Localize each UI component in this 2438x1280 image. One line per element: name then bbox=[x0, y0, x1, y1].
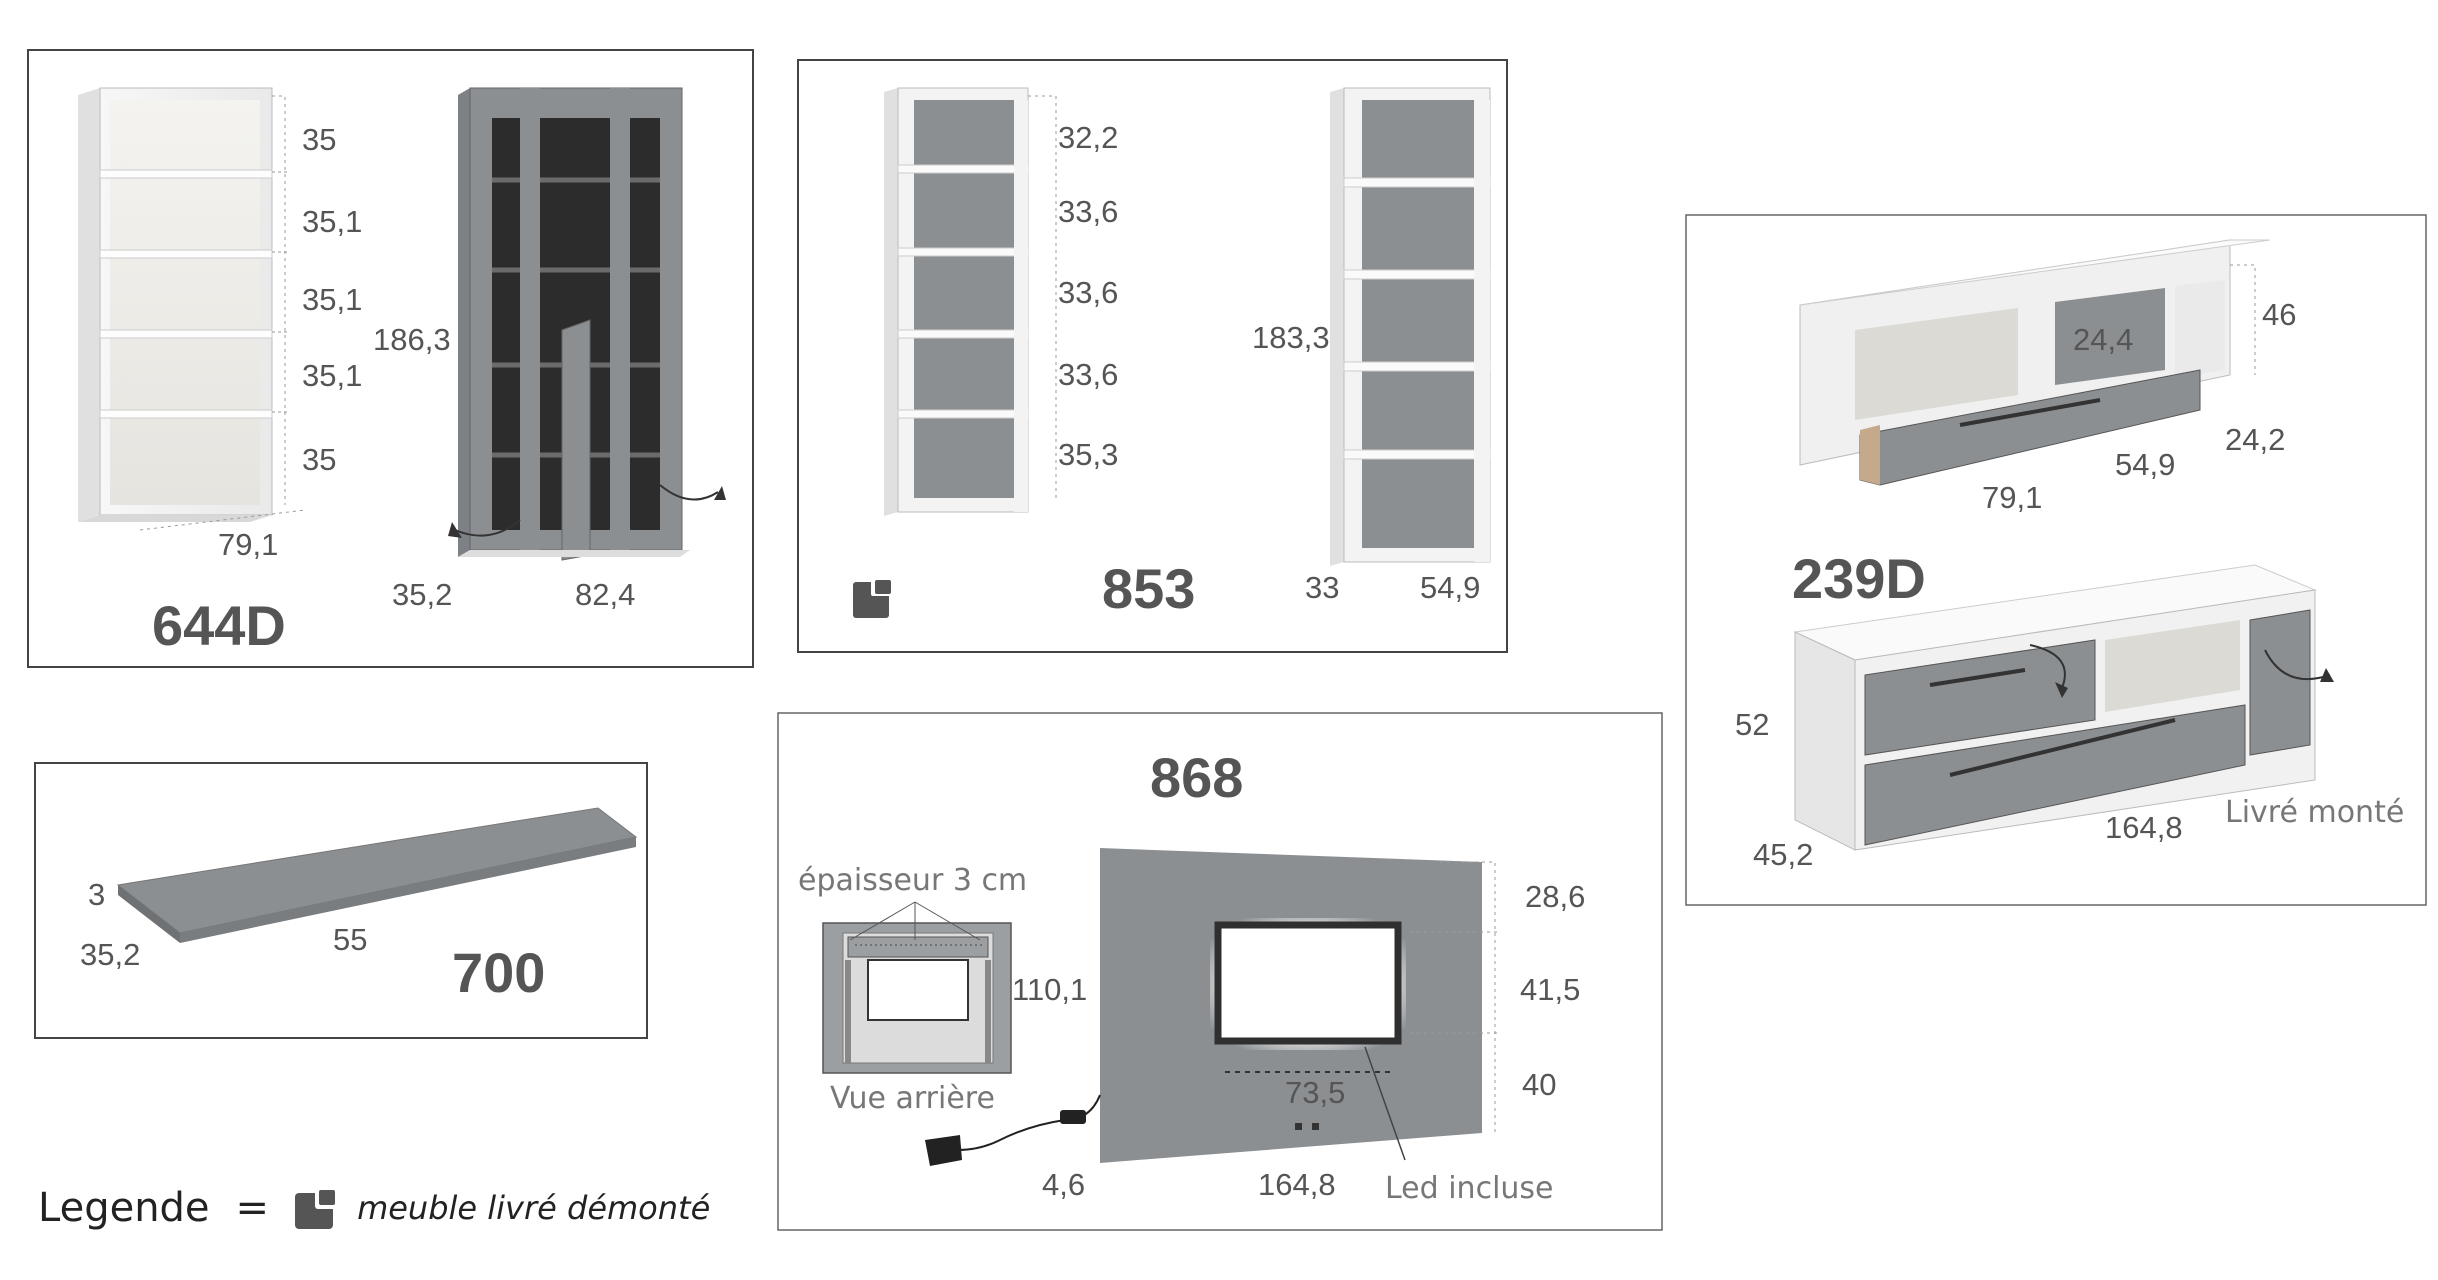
dim-644d-depth: 35,2 bbox=[392, 577, 452, 612]
dim-644d-shelf-2: 35,1 bbox=[302, 204, 362, 239]
dim-853-shelf-1: 32,2 bbox=[1058, 120, 1118, 155]
product-code-644d: 644D bbox=[152, 594, 286, 657]
dim-853-shelf-5: 35,3 bbox=[1058, 437, 1118, 472]
dim-868-height: 110,1 bbox=[1012, 972, 1087, 1007]
dim-868-screen-width: 73,5 bbox=[1285, 1075, 1345, 1110]
dim-644d-shelf-4: 35,1 bbox=[302, 358, 362, 393]
dim-239d-open-height: 46 bbox=[2262, 297, 2296, 332]
product-code-868: 868 bbox=[1150, 746, 1243, 809]
wall-panel-868-illustration bbox=[925, 848, 1500, 1166]
bookcase-853-open-illustration bbox=[884, 87, 1057, 516]
dim-644d-shelf-5: 35 bbox=[302, 442, 336, 477]
dim-644d-height: 186,3 bbox=[373, 322, 451, 357]
dim-644d-shelf-1: 35 bbox=[302, 122, 336, 157]
dim-700-width: 55 bbox=[333, 922, 367, 957]
dim-644d-width: 82,4 bbox=[575, 577, 635, 612]
label-868-thickness: épaisseur 3 cm bbox=[798, 863, 1027, 898]
dim-239d-open-depth: 24,2 bbox=[2225, 422, 2285, 457]
product-code-700: 700 bbox=[452, 941, 545, 1004]
dim-868-depth: 4,6 bbox=[1042, 1167, 1085, 1202]
disassembled-furniture-icon bbox=[295, 1187, 338, 1229]
dim-868-segment-top: 28,6 bbox=[1525, 879, 1585, 914]
disassembled-furniture-icon bbox=[853, 576, 893, 618]
label-868-back-view: Vue arrière bbox=[830, 1081, 995, 1116]
dim-868-segment-bottom: 40 bbox=[1522, 1067, 1556, 1102]
dim-853-shelf-2: 33,6 bbox=[1058, 194, 1118, 229]
note-239d-delivered-assembled: Livré monté bbox=[2225, 795, 2404, 830]
shelf-700-illustration bbox=[116, 807, 638, 943]
dim-239d-height: 52 bbox=[1735, 707, 1769, 742]
dim-644d-shelf-3: 35,1 bbox=[302, 282, 362, 317]
dim-853-shelf-4: 33,6 bbox=[1058, 357, 1118, 392]
legend-description: meuble livré démonté bbox=[357, 1189, 711, 1227]
dim-239d-open-inner-height: 24,4 bbox=[2073, 322, 2133, 357]
dim-644d-open-width: 79,1 bbox=[218, 527, 278, 562]
product-code-853: 853 bbox=[1102, 557, 1195, 620]
product-239d-panel: 46 24,4 24,2 54,9 79,1 239D 52 45,2 164,… bbox=[1685, 214, 2427, 906]
dim-853-depth: 33 bbox=[1305, 570, 1339, 605]
product-853-panel: 32,2 33,6 33,6 33,6 35,3 183,3 33 54,9 8… bbox=[797, 59, 1508, 653]
dim-700-depth: 35,2 bbox=[80, 937, 140, 972]
dim-853-width: 54,9 bbox=[1420, 570, 1480, 605]
dim-853-shelf-3: 33,6 bbox=[1058, 275, 1118, 310]
product-644d-panel: 35 35,1 35,1 35,1 35 79,1 186,3 35,2 82,… bbox=[27, 49, 754, 668]
bookcase-644d-open-illustration bbox=[78, 87, 306, 531]
product-700-panel: 3 35,2 55 700 bbox=[34, 762, 648, 1039]
dim-239d-open-drawer-width: 54,9 bbox=[2115, 447, 2175, 482]
legend-label: Legende bbox=[38, 1185, 210, 1231]
dim-700-thickness: 3 bbox=[88, 877, 105, 912]
product-868-panel: 868 épaisseur 3 cm Vue arrière bbox=[777, 712, 1663, 1231]
product-code-239d: 239D bbox=[1792, 547, 1926, 610]
bookcase-853-closed-illustration bbox=[1330, 87, 1491, 566]
legend-equals: = bbox=[235, 1185, 270, 1231]
tv-unit-239d-open-illustration bbox=[1799, 239, 2271, 486]
dim-868-width: 164,8 bbox=[1258, 1167, 1336, 1202]
bookcase-644d-doors-illustration: 186,3 bbox=[373, 87, 726, 561]
dim-239d-depth: 45,2 bbox=[1753, 837, 1813, 872]
dim-868-segment-middle: 41,5 bbox=[1520, 972, 1580, 1007]
dim-239d-width: 164,8 bbox=[2105, 810, 2183, 845]
tv-unit-239d-closed-illustration bbox=[1793, 564, 2334, 851]
label-868-led-included: Led incluse bbox=[1385, 1171, 1554, 1206]
dim-239d-open-width: 79,1 bbox=[1982, 480, 2042, 515]
dim-853-height: 183,3 bbox=[1252, 320, 1330, 355]
legend: Legende = meuble livré démonté bbox=[38, 1185, 710, 1231]
back-view-illustration bbox=[822, 901, 1012, 1074]
